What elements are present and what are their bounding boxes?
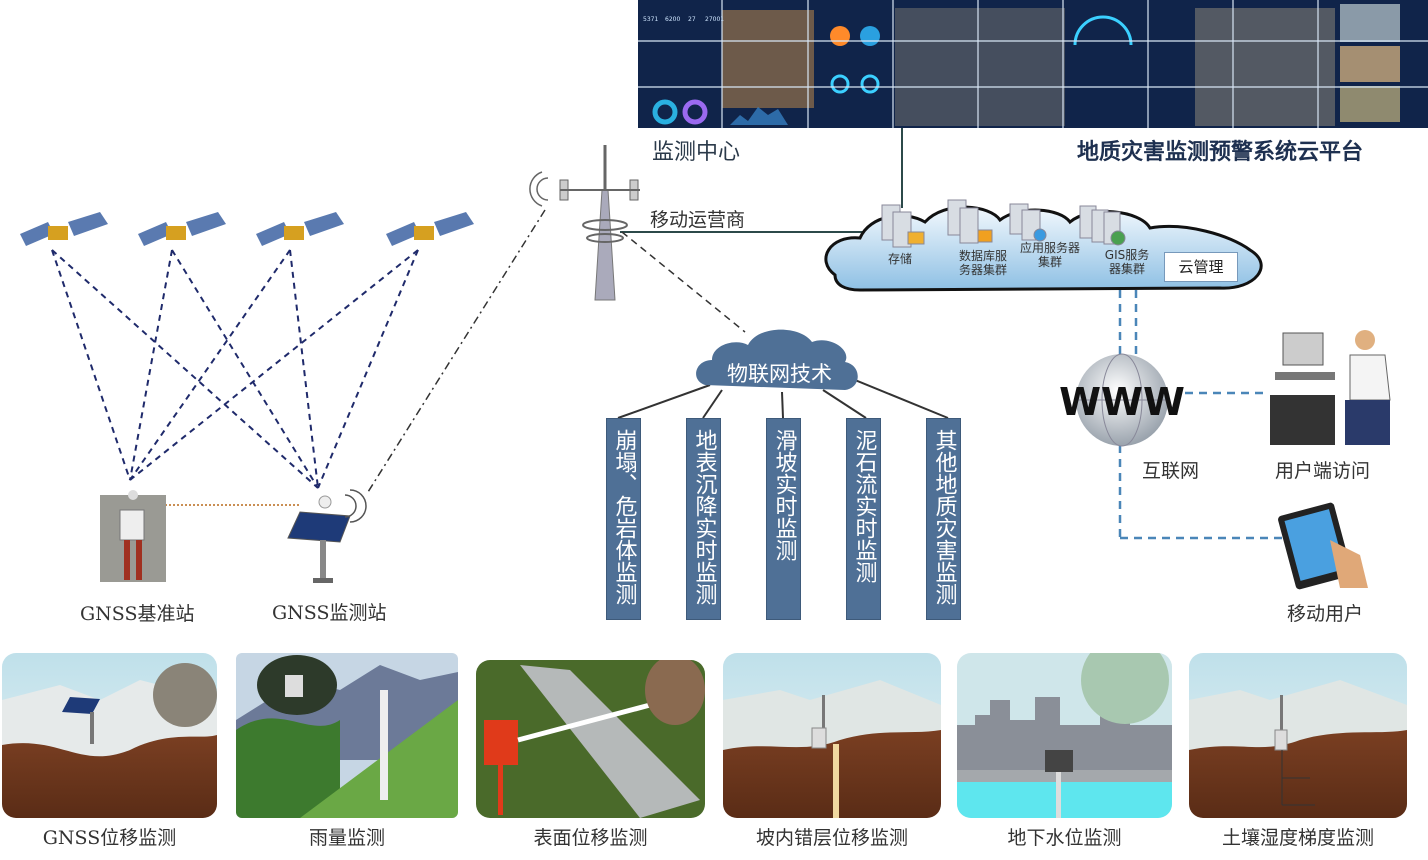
gnss-base-station-image: [100, 490, 166, 582]
iot-title: 物联网技术: [727, 362, 832, 386]
mobile-tablet-image: [1278, 502, 1368, 590]
cloud-platform: [824, 199, 1263, 292]
gnss-monitor-station-label: GNSS监测站: [272, 602, 387, 624]
satellites: [20, 212, 474, 246]
user-access-label: 用户端访问: [1275, 460, 1371, 482]
tile-soil-moisture: [1189, 653, 1407, 818]
gnss-monitor-station-image: [287, 489, 367, 583]
cloud-gis-cluster-label: GIS服务器集群: [1104, 248, 1150, 276]
internet-label: 互联网: [1142, 460, 1200, 482]
platform-title: 地质灾害监测预警系统云平台: [1077, 139, 1364, 165]
cloud-db-cluster-label: 数据库服务器集群: [958, 249, 1007, 277]
cell-tower-icon: [529, 145, 640, 301]
iot-item-other: 其他地质灾害监测: [926, 418, 961, 620]
mobile-operator-label: 移动运营商: [650, 209, 746, 231]
iot-item-subsidence: 地表沉降实时监测: [686, 418, 721, 620]
iot-item-landslide: 滑坡实时监测: [766, 418, 801, 620]
caption-rainfall: 雨量监测: [308, 827, 385, 849]
caption-surface-displacement: 表面位移监测: [533, 827, 648, 849]
cloud-storage-label: 存储: [888, 252, 913, 266]
svg-text:WWW: WWW: [1059, 380, 1185, 424]
tile-rainfall: [236, 653, 458, 818]
dashboard-screens: [638, 0, 1428, 128]
dashboard-stat: 27001: [705, 16, 725, 23]
gnss-base-station-label: GNSS基准站: [80, 603, 195, 625]
dashboard-stat: 27: [688, 16, 696, 23]
caption-soil-moisture: 土壤湿度梯度监测: [1221, 827, 1374, 849]
monitor-center-label: 监测中心: [652, 140, 741, 165]
cloud-app-cluster-label: 应用服务器集群: [1019, 241, 1080, 269]
dashboard-stat: 6200: [665, 16, 681, 23]
cloud-management-box: 云管理: [1164, 252, 1238, 282]
user-pc-image: [1270, 330, 1391, 445]
tile-surface-displacement: [476, 660, 705, 818]
tile-gnss-displacement: [2, 653, 217, 818]
iot-cloud: [696, 329, 858, 390]
iot-item-collapse: 崩塌、危岩体监测: [606, 418, 641, 620]
connection-lines: [51, 128, 1290, 540]
tile-groundwater: [957, 653, 1172, 818]
caption-groundwater: 地下水位监测: [1007, 827, 1122, 849]
dashboard-stat: 5371: [643, 16, 659, 23]
mobile-user-label: 移动用户: [1287, 603, 1364, 625]
iot-item-debris-flow: 泥石流实时监测: [846, 418, 881, 620]
caption-deep-displacement: 坡内错层位移监测: [755, 827, 908, 849]
caption-gnss-displacement: GNSS位移监测: [42, 827, 177, 849]
tile-deep-displacement: [723, 653, 941, 818]
internet-globe-icon: WWW: [1059, 353, 1185, 447]
